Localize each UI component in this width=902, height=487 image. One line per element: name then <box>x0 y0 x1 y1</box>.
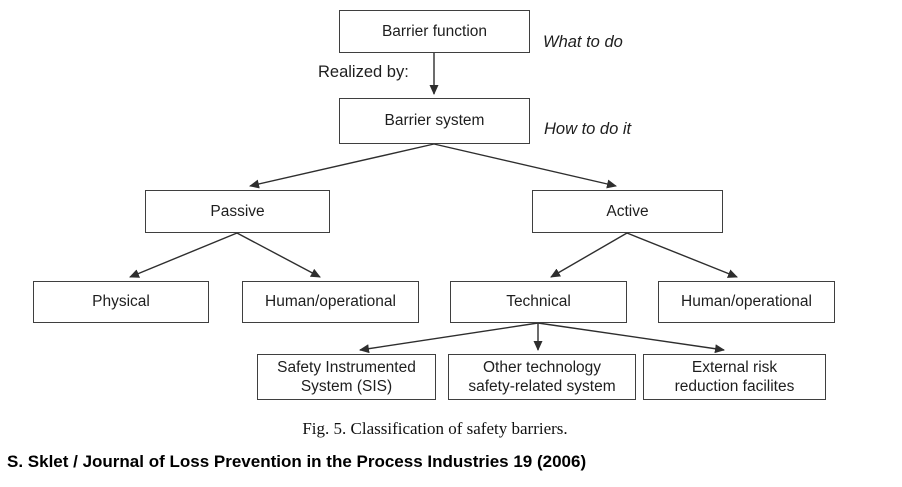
node-label-line1: External risk <box>691 358 778 376</box>
arrow-technical-to-external <box>537 322 725 354</box>
figure-caption: Fig. 5. Classification of safety barrier… <box>302 419 568 438</box>
node-human-operational-active: Human/operational <box>658 281 835 323</box>
node-barrier-function: Barrier function <box>339 10 530 53</box>
node-label: Human/operational <box>265 293 396 311</box>
arrow-system-to-passive <box>249 143 435 189</box>
node-label: Human/operational <box>681 293 812 311</box>
node-physical: Physical <box>33 281 209 323</box>
arrow-passive-to-human <box>236 232 321 278</box>
node-label-line1: Safety Instrumented <box>277 358 416 376</box>
node-active: Active <box>532 190 723 233</box>
annotation-how-to-do-it: How to do it <box>544 120 632 138</box>
annotation-what-to-do: What to do <box>543 33 623 51</box>
node-other-technology-system: Other technology safety-related system <box>448 354 636 400</box>
arrow-system-to-active <box>433 143 617 189</box>
node-label: Passive <box>210 202 265 220</box>
node-barrier-system: Barrier system <box>339 98 530 144</box>
node-technical: Technical <box>450 281 627 323</box>
label-realized-by: Realized by: <box>318 63 409 81</box>
node-external-risk-reduction: External risk reduction facilites <box>643 354 826 400</box>
node-label: Physical <box>92 293 150 311</box>
node-passive: Passive <box>145 190 330 233</box>
node-label: Technical <box>506 293 571 311</box>
node-label-line2: System (SIS) <box>300 378 393 395</box>
arrow-active-to-human <box>626 232 738 278</box>
node-label: Barrier function <box>381 22 488 40</box>
arrow-technical-to-sis <box>359 322 539 354</box>
node-label: Active <box>606 202 649 220</box>
node-label-line1: Other technology <box>482 358 602 376</box>
node-label-line2: safety-related system <box>468 378 616 395</box>
node-label: Barrier system <box>384 112 485 130</box>
node-human-operational-passive: Human/operational <box>242 281 419 323</box>
arrow-passive-to-physical <box>129 232 238 278</box>
arrow-active-to-technical <box>550 232 628 278</box>
node-safety-instrumented-system: Safety Instrumented System (SIS) <box>257 354 436 400</box>
node-label-line2: reduction facilites <box>674 378 795 395</box>
journal-running-head: S. Sklet / Journal of Loss Prevention in… <box>7 452 587 471</box>
